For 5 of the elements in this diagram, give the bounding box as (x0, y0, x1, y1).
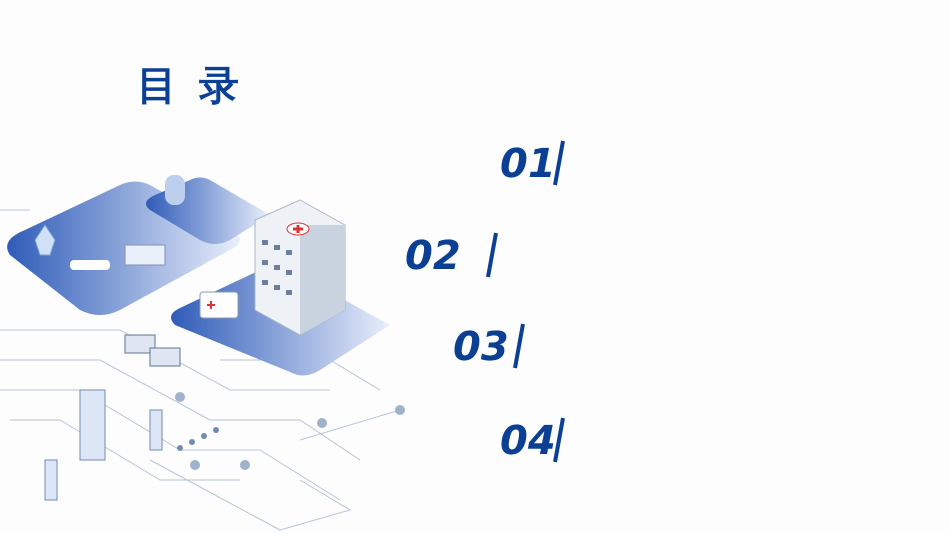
section-number: 02 (405, 236, 461, 276)
title: 目录 (137, 66, 261, 106)
section-number: 04 (500, 421, 556, 461)
section-number: 01 (500, 144, 556, 184)
section-number: 03 (453, 327, 509, 367)
